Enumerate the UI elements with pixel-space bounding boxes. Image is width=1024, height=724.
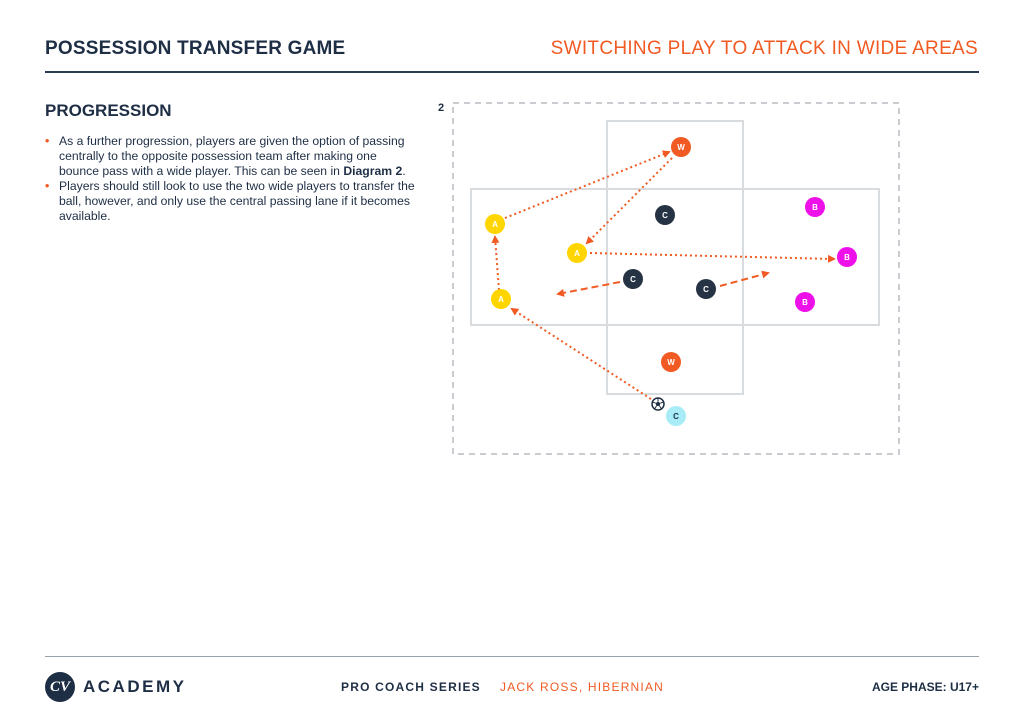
pass-arrows (491, 150, 836, 400)
progression-bullets: • As a further progression, players are g… (45, 134, 415, 224)
bullet-text: Players should still look to use the two… (59, 179, 415, 223)
player-label: B (812, 203, 818, 212)
bullet-dot-icon: • (45, 179, 50, 193)
bullet-item: • As a further progression, players are g… (45, 134, 415, 179)
bullet-dot-icon: • (45, 134, 50, 148)
player-label: A (574, 249, 580, 258)
player-wide: W (671, 137, 691, 157)
player-label: C (662, 211, 668, 220)
player-team-b: B (805, 197, 825, 217)
player-wide: W (661, 352, 681, 372)
player-label: C (703, 285, 709, 294)
section-heading: PROGRESSION (45, 101, 172, 120)
bullet-text: As a further progression, players are gi… (59, 134, 405, 178)
player-team-a: A (567, 243, 587, 263)
page-title: POSSESSION TRANSFER GAME (45, 38, 346, 59)
player-label: B (844, 253, 850, 262)
player-label: W (667, 358, 675, 367)
field-markings (470, 120, 880, 395)
pass-arrow (585, 157, 673, 245)
movement-arrow (719, 270, 770, 287)
player-label: A (492, 220, 498, 229)
player-team-c: C (623, 269, 643, 289)
pass-arrow (589, 252, 836, 263)
page-subtitle: SWITCHING PLAY TO ATTACK IN WIDE AREAS (550, 38, 978, 59)
player-label: W (677, 143, 685, 152)
soccer-ball-icon (651, 397, 665, 411)
academy-logo: CV (45, 672, 75, 702)
outer-boundary (452, 102, 900, 455)
pass-arrow (491, 235, 500, 291)
coach-name: JACK ROSS, HIBERNIAN (500, 680, 665, 694)
pass-arrow (510, 307, 652, 400)
player-team-c: C (655, 205, 675, 225)
footer-divider (45, 656, 979, 657)
brand-name: ACADEMY (83, 677, 187, 696)
players: W C B A A B C C (485, 137, 857, 426)
header-divider (45, 71, 979, 73)
bullet-end: . (402, 164, 406, 178)
age-phase: AGE PHASE: U17+ (871, 680, 979, 694)
horizontal-zone (470, 188, 880, 326)
player-team-a: A (491, 289, 511, 309)
player-team-c: C (696, 279, 716, 299)
movement-arrow (556, 281, 621, 297)
player-label: C (673, 412, 679, 421)
pass-arrow (504, 150, 671, 219)
series-label: PRO COACH SERIES (341, 680, 481, 694)
player-team-b: B (795, 292, 815, 312)
coach-player: C (666, 406, 686, 426)
diagram-number: 2 (438, 102, 445, 114)
bullet-item: • Players should still look to use the tw… (45, 179, 415, 224)
player-label: A (498, 295, 504, 304)
player-team-a: A (485, 214, 505, 234)
player-team-b: B (837, 247, 857, 267)
player-label: C (630, 275, 636, 284)
player-label: B (802, 298, 808, 307)
vertical-zone (606, 120, 744, 395)
diagram-reference: Diagram 2 (343, 164, 403, 178)
